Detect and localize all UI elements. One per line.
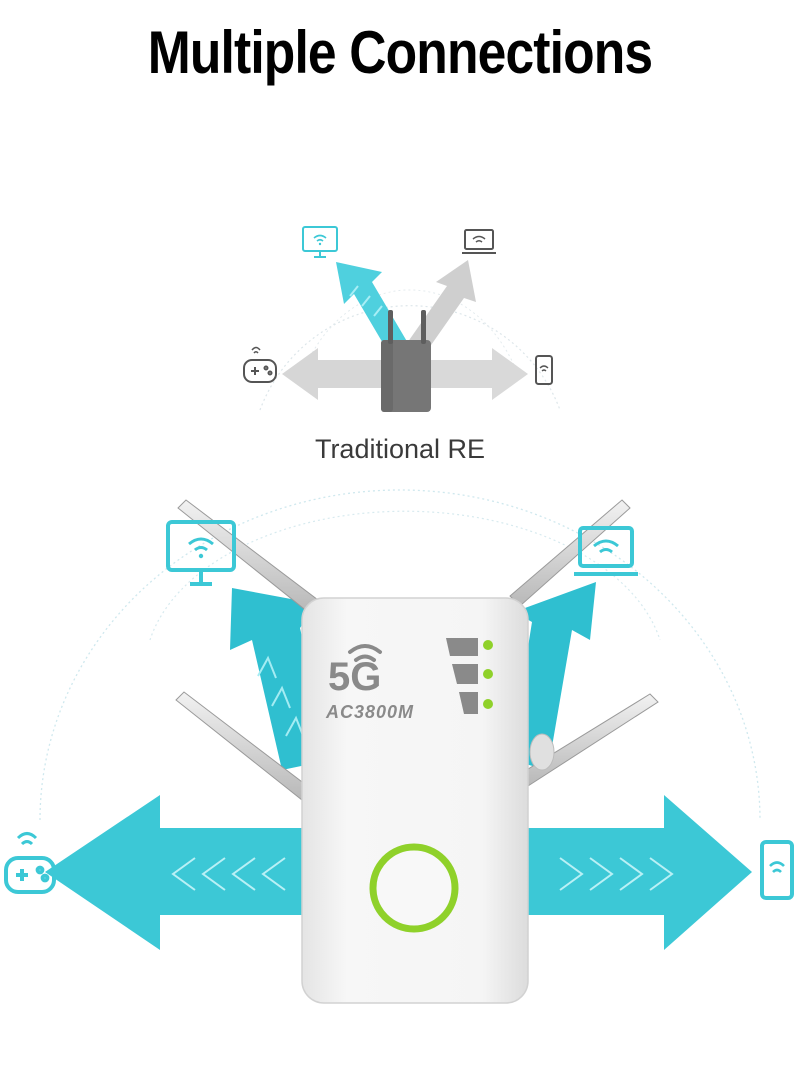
extender-diagram: 5G AC3800M [4,489,794,1004]
monitor-icon [166,520,236,586]
smartphone-icon [535,355,553,385]
gamepad-icon [243,346,277,383]
extender-arrow-left [45,795,310,950]
laptop-icon [462,229,496,254]
extender-arrow-upright [510,582,596,770]
wifi-icon [348,644,382,662]
traditional-re-label: Traditional RE [315,434,485,464]
traditional-arrow-right [420,348,528,400]
status-leds [483,640,493,709]
smartphone-icon [760,840,794,900]
gamepad-icon [4,832,56,894]
signal-indicator [446,638,478,714]
headline: Multiple Connections [147,19,653,86]
wps-button[interactable] [369,843,459,933]
model-label: AC3800M [325,702,414,722]
band-label: 5G [328,655,381,699]
traditional-re-device [381,340,431,412]
monitor-icon [302,226,338,258]
extender-arrow-right [505,795,752,950]
traditional-arrow-left [282,348,390,400]
laptop-icon [574,526,638,576]
traditional-re-diagram: Traditional RE [243,226,561,464]
